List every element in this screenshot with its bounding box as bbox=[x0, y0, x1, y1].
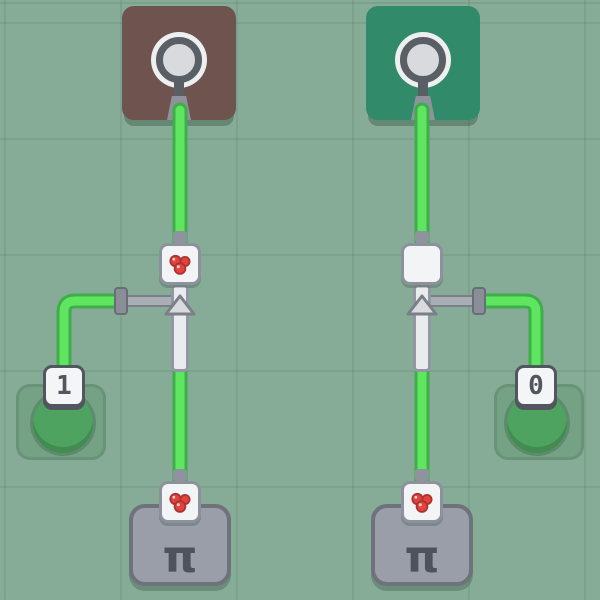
cherries-icon bbox=[411, 492, 433, 513]
cherries-icon bbox=[169, 254, 191, 275]
goal-block-right[interactable] bbox=[366, 6, 480, 120]
connector-nub bbox=[173, 231, 187, 243]
connector-nub bbox=[415, 469, 429, 481]
valve-arrow-icon bbox=[164, 294, 196, 316]
socket-stem bbox=[174, 82, 184, 98]
input-key-0[interactable]: 0 bbox=[515, 365, 557, 407]
filter-node-right[interactable] bbox=[401, 243, 443, 285]
socket-ring-icon bbox=[156, 37, 202, 83]
wire-key-left[interactable] bbox=[56, 293, 124, 380]
pi-symbol: π bbox=[162, 532, 198, 583]
cherries-icon bbox=[169, 492, 191, 513]
input-key-1[interactable]: 1 bbox=[43, 365, 85, 407]
pi-symbol: π bbox=[404, 532, 440, 583]
connector-nub bbox=[415, 231, 429, 243]
filter-node-left[interactable] bbox=[159, 243, 201, 285]
valve-arrow-icon bbox=[406, 294, 438, 316]
source-filter-left[interactable] bbox=[159, 481, 201, 523]
goal-block-left[interactable] bbox=[122, 6, 236, 120]
source-module-right[interactable]: π bbox=[371, 504, 473, 586]
source-filter-right[interactable] bbox=[401, 481, 443, 523]
socket-stem bbox=[418, 82, 428, 98]
socket-ring-icon bbox=[400, 37, 446, 83]
connector-nub bbox=[173, 469, 187, 481]
valve-port-left bbox=[114, 287, 128, 315]
valve-port-right bbox=[472, 287, 486, 315]
wire-key-right[interactable] bbox=[476, 293, 544, 380]
